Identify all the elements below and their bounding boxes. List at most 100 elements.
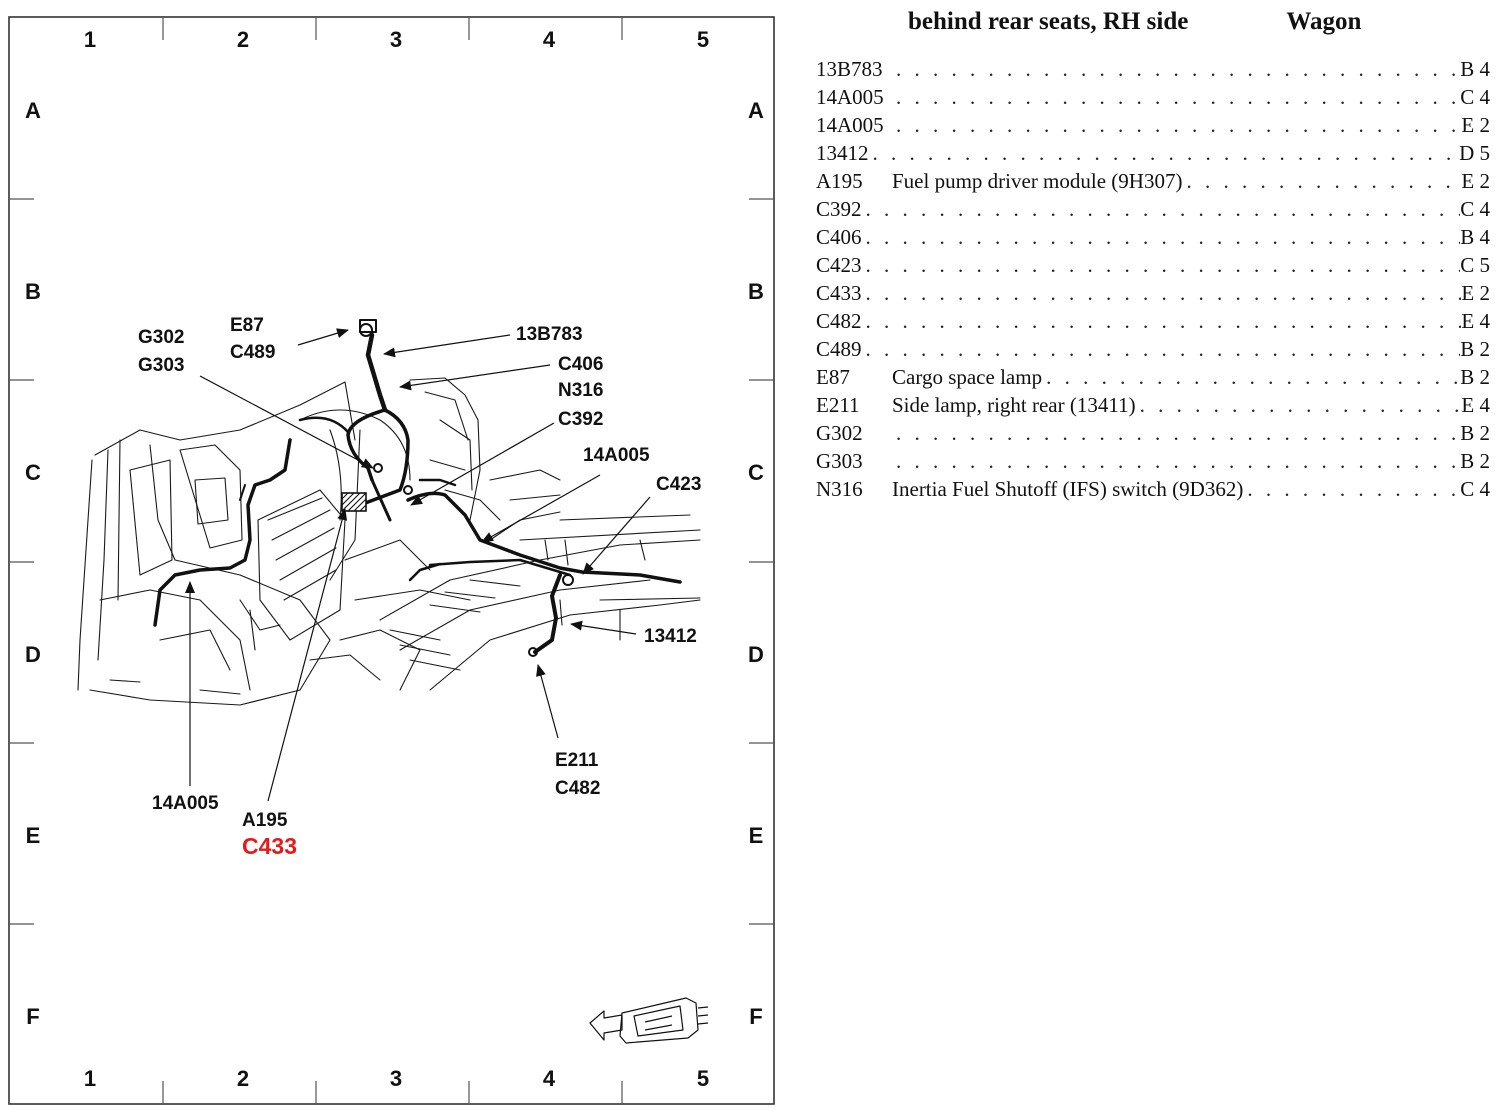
grid-col-label-bottom: 3 (390, 1066, 402, 1091)
index-row: 13412D 5 (816, 141, 1490, 169)
callout-14a005-left: 14A005 (152, 793, 219, 814)
index-row: C406 B 4 (816, 225, 1490, 253)
index-location: B 4 (1460, 57, 1490, 81)
index-description: Cargo space lamp (892, 365, 1043, 389)
grid-col-label-top: 3 (390, 27, 402, 52)
grid-row-label-left: E (26, 823, 41, 848)
leader-lines (185, 328, 651, 802)
leader-dots (892, 113, 1461, 138)
index-row: N316 Inertia Fuel Shutoff (IFS) switch (9… (816, 477, 1490, 505)
index-code: C406 (816, 225, 862, 249)
callout-13412: 13412 (644, 626, 697, 647)
vehicle-front-arrow-icon (589, 997, 709, 1044)
callout-c482: C482 (555, 778, 600, 799)
grid-row-label-right: F (749, 1004, 762, 1029)
leader-dots (1243, 477, 1460, 502)
index-location: B 4 (1460, 225, 1490, 249)
index-location: C 4 (1460, 197, 1490, 221)
heading-location-text: behind rear seats, RH side (908, 8, 1189, 35)
diagram-frame (8, 16, 775, 1105)
index-location: E 2 (1461, 113, 1490, 137)
index-row: 14A005 E 2 (816, 113, 1490, 141)
callout-c423: C423 (656, 474, 701, 495)
grid-row-label-right: E (749, 823, 764, 848)
grid-row-label-left: A (25, 98, 41, 123)
grid-row-label-right: D (748, 642, 764, 667)
index-row: C392 C 4 (816, 197, 1490, 225)
callout-n316: N316 (558, 380, 603, 401)
index-location: B 2 (1460, 337, 1490, 361)
leader-dots (862, 281, 1462, 306)
fuel-pump-driver-module-icon (341, 492, 367, 512)
callout-14a005-right: 14A005 (583, 445, 650, 466)
grid-col-label-bottom: 5 (697, 1066, 709, 1091)
index-location: B 2 (1460, 449, 1490, 473)
index-code: 13412 (816, 141, 869, 165)
index-location: E 2 (1461, 169, 1490, 193)
index-code: G302 (816, 421, 863, 445)
index-code: E211 (816, 393, 860, 417)
index-description: Side lamp, right rear (13411) (892, 393, 1136, 417)
grid-row-label-left: D (25, 642, 41, 667)
index-location: E 4 (1461, 309, 1490, 333)
grid-ticks (9, 17, 774, 1104)
index-row: C433 E 2 (816, 281, 1490, 309)
grid-col-label-bottom: 2 (237, 1066, 249, 1091)
callout-g303: G303 (138, 355, 184, 376)
callout-c433-highlighted: C433 (242, 833, 297, 859)
leader-dots (862, 337, 1461, 362)
index-row: E211 Side lamp, right rear (13411) E 4 (816, 393, 1490, 421)
leader-dots (1042, 365, 1460, 390)
callout-c406: C406 (558, 354, 603, 375)
callout-c489: C489 (230, 342, 275, 363)
leader-dots (892, 421, 1460, 446)
index-code: C489 (816, 337, 862, 361)
leader-dots (1182, 169, 1461, 194)
index-row: C489 B 2 (816, 337, 1490, 365)
leader-dots (862, 309, 1462, 334)
index-code: C392 (816, 197, 862, 221)
grid-row-label-left: C (25, 460, 41, 485)
locator-diagram: 1 2 3 4 5 1 2 3 4 5 A B C D E F A B C D … (8, 16, 775, 1105)
leader-dots (892, 57, 1460, 82)
index-location: C 4 (1460, 477, 1490, 501)
grid-col-label-top: 2 (237, 27, 249, 52)
grid-row-label-right: C (748, 460, 764, 485)
vehicle-body-drawing (77, 377, 701, 706)
index-code: 14A005 (816, 85, 884, 109)
index-location: C 5 (1460, 253, 1490, 277)
index-description: Inertia Fuel Shutoff (IFS) switch (9D362… (892, 477, 1244, 501)
index-location: B 2 (1460, 421, 1490, 445)
grid-col-label-top: 4 (543, 27, 556, 52)
index-location: E 2 (1461, 281, 1490, 305)
callout-c392: C392 (558, 409, 603, 430)
callout-g302: G302 (138, 327, 184, 348)
grid-row-label-right: B (748, 279, 764, 304)
grid-row-label-left: F (26, 1004, 39, 1029)
index-code: C433 (816, 281, 862, 305)
leader-dots (1136, 393, 1462, 418)
grid-col-label-top: 5 (697, 27, 709, 52)
index-code: N316 (816, 477, 863, 501)
callout-e87: E87 (230, 315, 264, 336)
index-row: C423C 5 (816, 253, 1490, 281)
callout-e211: E211 (555, 750, 599, 771)
leader-dots (862, 225, 1461, 250)
index-code: G303 (816, 449, 863, 473)
index-location: C 4 (1460, 85, 1490, 109)
callout-a195: A195 (242, 810, 288, 831)
index-code: 14A005 (816, 113, 884, 137)
leader-dots (892, 85, 1460, 110)
grid-col-label-top: 1 (84, 27, 96, 52)
index-location: E 4 (1461, 393, 1490, 417)
index-row: 14A005 C 4 (816, 85, 1490, 113)
grid-col-label-bottom: 1 (84, 1066, 96, 1091)
leader-dots (862, 197, 1461, 222)
leader-dots (892, 449, 1460, 474)
index-description: Fuel pump driver module (9H307) (892, 169, 1183, 193)
index-code: 13B783 (816, 57, 883, 81)
index-row: 13B783 B 4 (816, 57, 1490, 85)
index-row: C482E 4 (816, 309, 1490, 337)
